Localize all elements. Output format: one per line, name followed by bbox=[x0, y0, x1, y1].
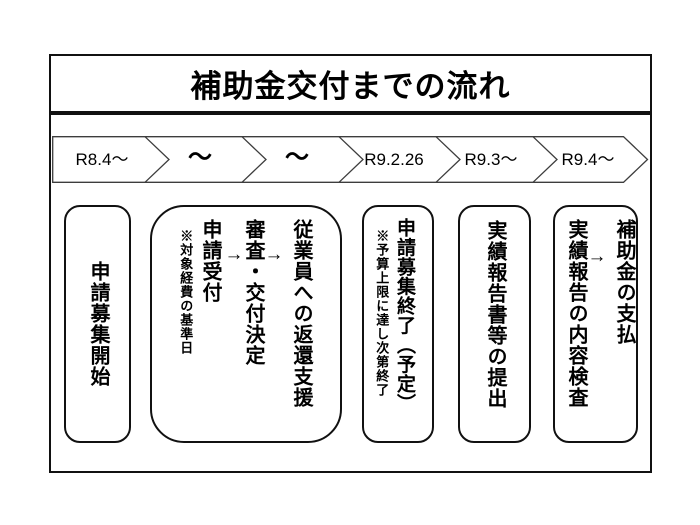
right-arrow-icon: → bbox=[264, 244, 284, 265]
step-application-close-label: 申請募集終了（予定） bbox=[393, 218, 415, 413]
step-subsidy-payment: 補助金の支払 bbox=[613, 219, 635, 345]
step-review-grant-decision: 審査・交付決定 bbox=[242, 219, 264, 366]
step-box-application-open: 申請募集開始 bbox=[64, 205, 131, 443]
note-budget-cap: ※予算上限に達し次第終了 bbox=[374, 229, 390, 397]
outer-frame: 補助金交付までの流れ R8.4～ ～ ～ R9.2.26 R9.3～ R9.4～… bbox=[49, 54, 652, 473]
step-box-application-open-label: 申請募集開始 bbox=[87, 261, 109, 387]
timeline-label-r9-4: R9.4～ bbox=[561, 150, 615, 169]
timeline: R8.4～ ～ ～ R9.2.26 R9.3～ R9.4～ bbox=[52, 136, 649, 183]
timeline-label-tilde-2: ～ bbox=[285, 144, 309, 171]
step-box-inspection-payment: 実績報告の内容検査 → 補助金の支払 bbox=[553, 205, 638, 443]
step-report-content-inspection: 実績報告の内容検査 bbox=[565, 219, 587, 408]
step-box-application-close: ※予算上限に達し次第終了 申請募集終了（予定） bbox=[362, 205, 434, 443]
right-arrow-icon: → bbox=[587, 246, 607, 267]
step-employee-repayment-support: 従業員への返還支援 bbox=[290, 219, 312, 408]
step-box-report-submission-label: 実績報告書等の提出 bbox=[484, 220, 506, 409]
timeline-label-r9-3: R9.3～ bbox=[464, 150, 518, 169]
title-bar: 補助金交付までの流れ bbox=[51, 56, 650, 115]
page-title: 補助金交付までの流れ bbox=[190, 69, 511, 104]
note-eligible-expense-base-date: ※対象経費の基準日 bbox=[178, 229, 194, 355]
timeline-label-tilde-1: ～ bbox=[188, 144, 212, 171]
step-box-reception-review-support: ※対象経費の基準日 申請受付 → 審査・交付決定 → 従業員への返還支援 bbox=[150, 205, 342, 443]
timeline-label-r8-4: R8.4～ bbox=[75, 150, 129, 169]
timeline-band bbox=[52, 136, 649, 183]
right-arrow-icon: → bbox=[224, 244, 244, 265]
timeline-label-r9-2-26: R9.2.26 bbox=[364, 150, 424, 169]
step-box-report-submission: 実績報告書等の提出 bbox=[458, 205, 531, 443]
step-application-reception: 申請受付 bbox=[199, 219, 221, 303]
